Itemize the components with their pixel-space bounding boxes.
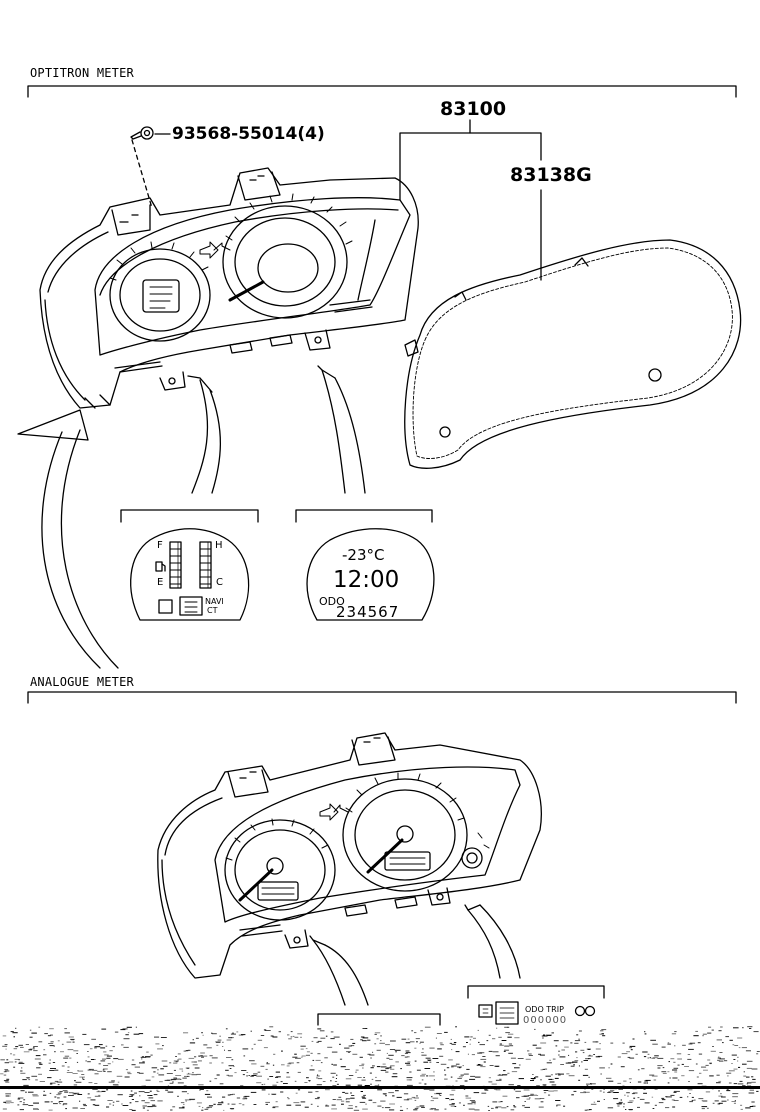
temp-hot-label: H xyxy=(215,540,223,551)
screw-part-number: 93568-55014(4) xyxy=(172,124,325,144)
analogue-right-pointer-arrow xyxy=(464,904,521,979)
analogue-left-pointer-arrow xyxy=(309,935,369,1006)
fuel-empty-label: E xyxy=(157,577,164,588)
analogue-section-title: ANALOGUE METER xyxy=(30,675,134,689)
analogue-left-display-callout-bracket xyxy=(317,1013,441,1026)
fuel-full-label: F xyxy=(157,540,163,551)
odo-trip-digits: 000000 xyxy=(523,1015,568,1026)
analogue-meter-assembly xyxy=(157,732,542,979)
navi-label: NAVI xyxy=(205,597,224,606)
multi-display-pointer-arrow xyxy=(317,365,366,494)
glass-part-number: 83138G xyxy=(510,164,592,186)
optitron-meter-assembly xyxy=(39,167,419,409)
fuel-display-panel xyxy=(130,528,250,621)
odo-label: ODO xyxy=(319,595,345,608)
clock-readout: 12:00 xyxy=(333,567,400,593)
screw-icon xyxy=(130,126,154,209)
analogue-right-display-callout-bracket xyxy=(467,985,605,999)
optitron-section-title: OPTITRON METER xyxy=(30,66,134,80)
multi-display-callout-bracket xyxy=(295,509,433,523)
scan-bottom-rule xyxy=(0,1086,760,1089)
meter-assembly-part-number: 83100 xyxy=(440,98,507,120)
analogue-odo-display-panel xyxy=(478,1001,596,1025)
odo-trip-label: ODO TRIP xyxy=(525,1005,564,1014)
temp-cold-label: C xyxy=(216,577,223,588)
assembly-leader-bracket xyxy=(399,119,542,281)
multi-display-panel xyxy=(306,528,435,621)
scan-noise-band xyxy=(0,1026,760,1111)
fuel-display-pointer-arrow xyxy=(187,375,221,494)
outside-temperature: -23°C xyxy=(342,546,385,564)
analogue-section-bracket xyxy=(27,691,737,704)
meter-glass-83138G xyxy=(404,239,742,469)
fuel-display-callout-bracket xyxy=(120,509,259,523)
optitron-section-bracket xyxy=(27,85,737,98)
analogue-meter-pointer-arrow xyxy=(17,409,119,669)
odometer-readout: 234567 xyxy=(336,603,400,621)
ct-label: CT xyxy=(207,606,218,615)
fuel-pump-icon xyxy=(155,561,166,572)
